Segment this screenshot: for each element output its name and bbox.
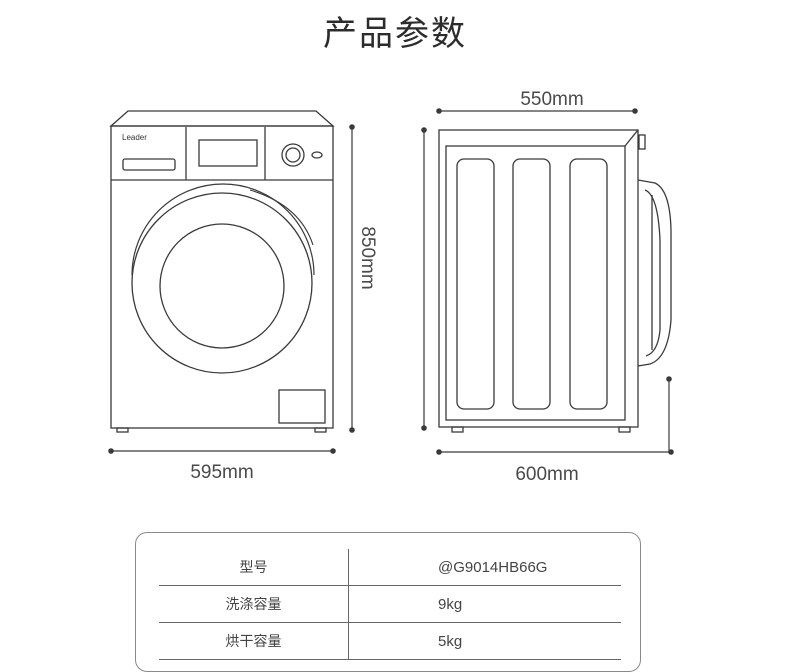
front-width-label: 595mm — [190, 462, 253, 483]
spec-table: 型号 @G9014HB66G 洗涤容量 9kg 烘干容量 5kg — [159, 549, 621, 660]
washer-front-view — [109, 110, 335, 433]
washer-side-view — [438, 129, 672, 433]
spec-value: @G9014HB66G — [348, 549, 621, 586]
side-top-depth-label: 550mm — [520, 89, 583, 110]
table-row: 烘干容量 5kg — [159, 622, 621, 660]
dimension-lines — [108, 108, 674, 455]
spec-card: 型号 @G9014HB66G 洗涤容量 9kg 烘干容量 5kg — [135, 532, 641, 672]
spec-value: 5kg — [348, 622, 621, 660]
spec-label: 洗涤容量 — [159, 585, 349, 623]
table-row: 洗涤容量 9kg — [159, 585, 621, 623]
brand-logo: Leader — [122, 133, 147, 142]
height-label: 850mm — [357, 226, 378, 289]
spec-value: 9kg — [348, 585, 621, 623]
table-row: 型号 @G9014HB66G — [159, 549, 621, 586]
page-title: 产品参数 — [323, 14, 467, 54]
spec-label: 型号 — [159, 549, 349, 586]
spec-label: 烘干容量 — [159, 622, 349, 660]
side-bottom-depth-label: 600mm — [515, 464, 578, 485]
